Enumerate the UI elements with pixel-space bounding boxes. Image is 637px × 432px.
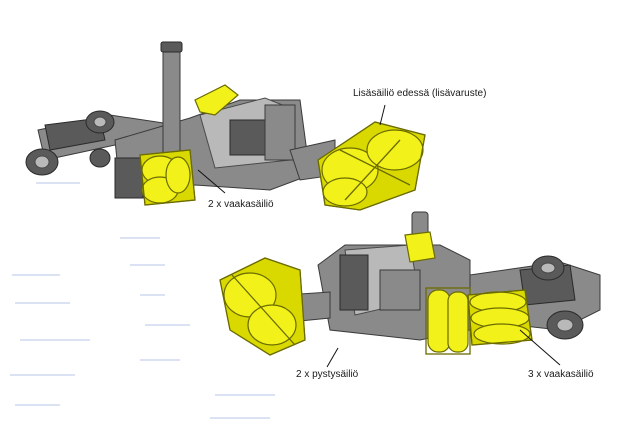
leader-horizontal-3 <box>519 329 561 366</box>
label-vertical-2: 2 x pystysäiliö <box>296 369 359 380</box>
top-truck <box>25 41 426 211</box>
label-horizontal-3: 3 x vaakasäiliö <box>528 369 594 380</box>
bottom-truck <box>219 211 601 356</box>
top-side-tanks <box>139 149 196 206</box>
bottom-front-tank <box>219 257 306 356</box>
top-exhaust-stack <box>162 44 181 166</box>
label-front-tank: Lisäsäiliö edessä (lisävaruste) <box>353 88 487 99</box>
bottom-horizontal-tanks <box>467 289 533 346</box>
label-horizontal-2: 2 x vaakasäiliö <box>208 199 274 210</box>
leader-front-tank <box>379 104 386 126</box>
bottom-vertical-tanks <box>425 287 471 355</box>
top-front-tank <box>317 121 426 211</box>
leader-vertical-2 <box>326 347 339 368</box>
leader-horizontal-2 <box>197 169 226 194</box>
background-artifacts <box>10 182 275 419</box>
